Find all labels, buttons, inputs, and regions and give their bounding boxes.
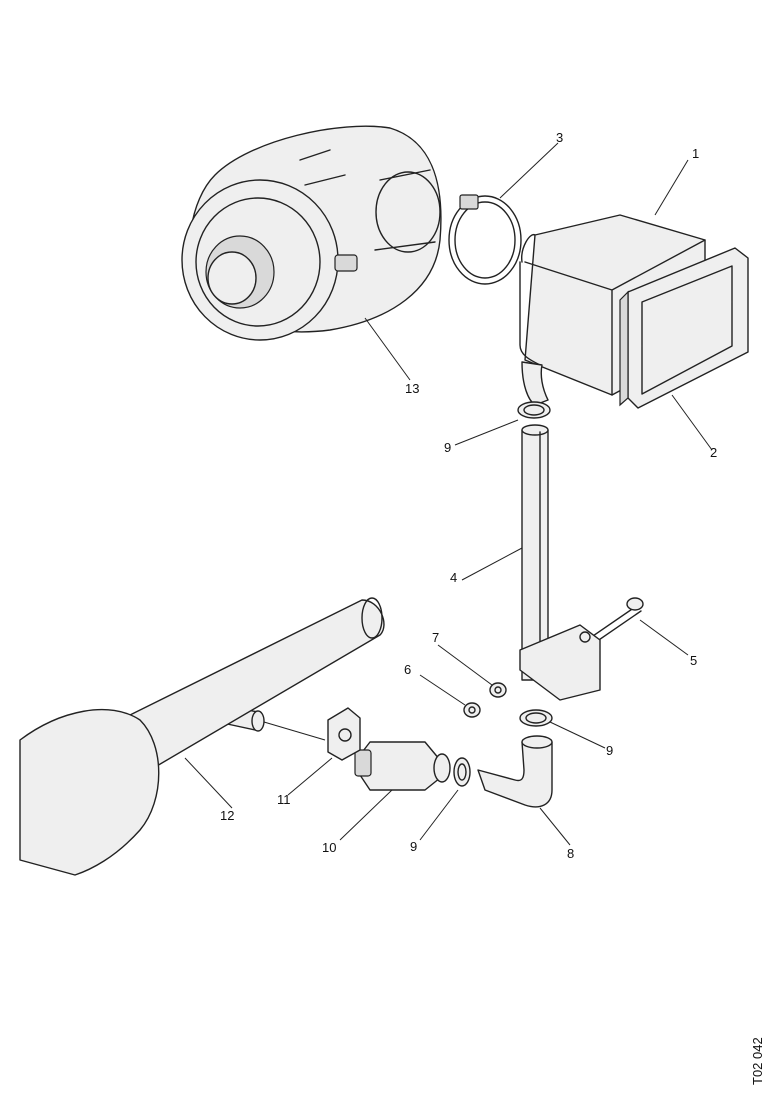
washer	[463, 702, 481, 718]
hose-clamp	[448, 194, 522, 285]
flange	[327, 707, 361, 761]
middle-clamp	[519, 709, 553, 727]
exhaust-pipe	[19, 597, 385, 876]
upper-clamp	[517, 401, 551, 419]
callout-2: 2	[710, 445, 717, 460]
check-valve	[354, 741, 451, 791]
callout-labels: 1 2 3 4 5 6 7 8 9 9 9 10 11 12 13	[220, 130, 717, 861]
callout-5: 5	[690, 653, 697, 668]
gasket-frame	[619, 247, 749, 409]
tube-bracket	[519, 624, 601, 701]
upper-elbow	[521, 361, 549, 406]
callout-10: 10	[322, 840, 336, 855]
callout-9-middle: 9	[606, 743, 613, 758]
lower-clamp	[453, 757, 471, 787]
drawing-code: T02 042	[750, 1037, 765, 1085]
nut	[489, 682, 507, 698]
callout-8: 8	[567, 846, 574, 861]
bolt	[589, 597, 644, 645]
air-cleaner-housing	[181, 125, 442, 341]
elbow-hose	[477, 735, 553, 808]
callout-13: 13	[405, 381, 419, 396]
callout-11: 11	[277, 792, 291, 807]
callout-1: 1	[692, 146, 699, 161]
callout-9-upper: 9	[444, 440, 451, 455]
callout-12: 12	[220, 808, 234, 823]
callout-3: 3	[556, 130, 563, 145]
callout-7: 7	[432, 630, 439, 645]
callout-9-lower: 9	[410, 839, 417, 854]
callout-6: 6	[404, 662, 411, 677]
callout-4: 4	[450, 570, 457, 585]
leader-lines	[184, 142, 713, 846]
